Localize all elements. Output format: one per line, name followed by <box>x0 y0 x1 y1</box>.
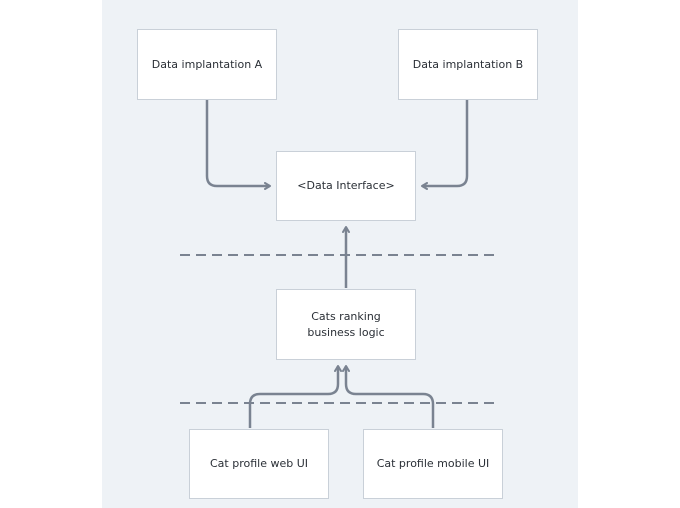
node-data-implantation-a[interactable]: Data implantation A <box>137 29 277 100</box>
node-data-interface[interactable]: <Data Interface> <box>276 151 416 221</box>
node-label: <Data Interface> <box>297 179 395 192</box>
node-business-logic[interactable]: Cats ranking business logic <box>276 289 416 360</box>
node-label: Data implantation B <box>412 57 524 71</box>
node-label: Data implantation A <box>151 57 263 71</box>
node-label: Cat profile web UI <box>209 457 308 470</box>
node-mobile-ui[interactable]: Cat profile mobile UI <box>363 429 503 499</box>
node-label: Cat profile mobile UI <box>376 457 490 470</box>
node-label: Cats ranking business logic <box>307 309 385 339</box>
node-web-ui[interactable]: Cat profile web UI <box>189 429 329 499</box>
node-data-implantation-b[interactable]: Data implantation B <box>398 29 538 100</box>
